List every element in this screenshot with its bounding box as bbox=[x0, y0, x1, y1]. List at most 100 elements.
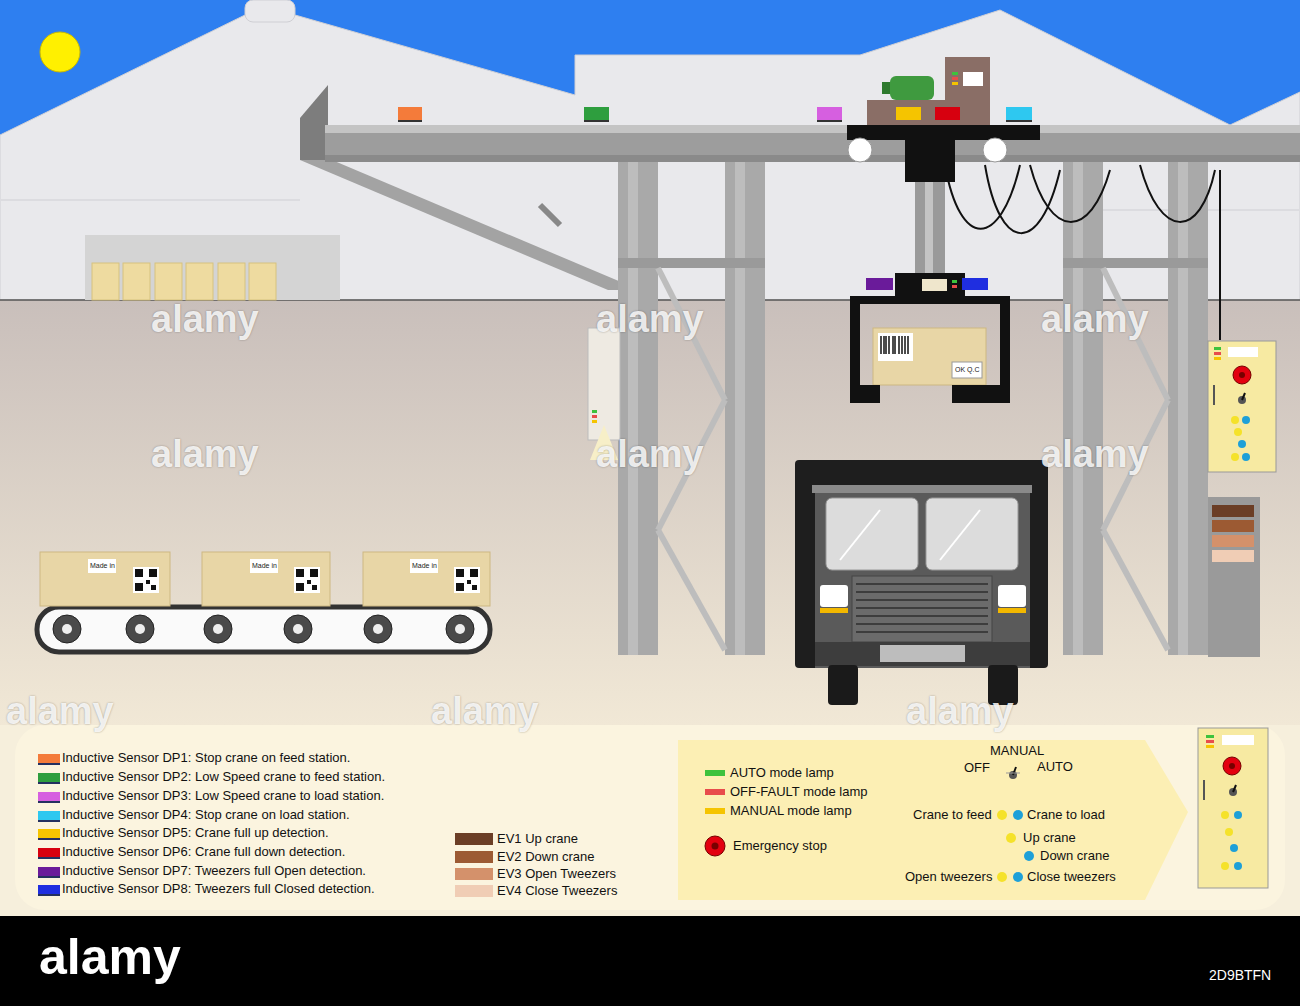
legend-text: Inductive Sensor DP5: Crane full up dete… bbox=[62, 826, 329, 841]
qr-code-part bbox=[456, 569, 464, 577]
conveyor-part bbox=[363, 552, 490, 606]
crane-structure-part bbox=[300, 85, 328, 160]
button-label: Up crane bbox=[1023, 831, 1076, 846]
panel-miniature-part bbox=[1206, 740, 1214, 743]
watermark: alamy bbox=[1041, 433, 1149, 477]
legend-swatch bbox=[38, 848, 60, 859]
crane-trolley-part bbox=[983, 138, 1007, 162]
control-panel-part bbox=[1212, 550, 1254, 562]
qr-code-part bbox=[146, 580, 150, 584]
conveyor-part bbox=[364, 615, 392, 643]
sensor-markers-part bbox=[584, 107, 609, 120]
panel-miniature-part bbox=[1234, 862, 1242, 870]
crane-structure-part bbox=[628, 160, 638, 655]
crane-trolley-part bbox=[905, 140, 955, 182]
sensor-markers-part bbox=[817, 120, 842, 122]
watermark: alamy bbox=[431, 690, 539, 734]
control-panel-part bbox=[1208, 341, 1276, 472]
crane-trolley-part bbox=[890, 76, 934, 100]
panel-miniature-part bbox=[1230, 844, 1238, 852]
legend-text: Inductive Sensor DP8: Tweezers full Clos… bbox=[62, 882, 375, 897]
gripper-part bbox=[952, 285, 957, 288]
conveyor-part bbox=[293, 624, 303, 634]
gripper-part bbox=[952, 300, 1010, 403]
crane-structure-part bbox=[735, 160, 745, 655]
legend-text: Inductive Sensor DP4: Stop crane on load… bbox=[62, 808, 350, 823]
gripper-part bbox=[922, 279, 947, 291]
control-panel-part bbox=[1213, 385, 1215, 405]
button-label: Down crane bbox=[1040, 849, 1109, 864]
background-part bbox=[0, 199, 300, 201]
crane-structure-part bbox=[325, 125, 1300, 133]
sensor-markers-part bbox=[1006, 107, 1032, 120]
watermark: alamy bbox=[151, 433, 259, 477]
warehouse-door-part bbox=[186, 263, 213, 300]
crane-structure-part bbox=[540, 205, 560, 225]
qr-code-part bbox=[135, 583, 143, 591]
crane-trolley-part bbox=[952, 77, 958, 80]
legend-text: EV1 Up crane bbox=[497, 832, 578, 847]
crane-trolley-part bbox=[896, 107, 921, 120]
qr-code-part bbox=[456, 583, 464, 591]
gripper-part bbox=[952, 362, 982, 378]
qr-code-part bbox=[310, 569, 318, 577]
gripper bbox=[850, 273, 1010, 403]
legend-swatch bbox=[705, 770, 725, 776]
legend-panel-part bbox=[15, 725, 1285, 910]
control-panel-part bbox=[1212, 520, 1254, 532]
control-panel-part bbox=[1214, 357, 1221, 360]
watermark: alamy bbox=[596, 298, 704, 342]
legend-swatch bbox=[38, 811, 60, 822]
control-panel-part bbox=[1231, 416, 1239, 424]
crane-structure-part bbox=[725, 160, 765, 655]
control-panel-part bbox=[1239, 372, 1245, 378]
legend-swatch bbox=[38, 792, 60, 803]
crane-trolley bbox=[847, 57, 1040, 277]
conveyor-part bbox=[204, 615, 232, 643]
crane-structure-part bbox=[300, 160, 640, 290]
crane-trolley-part bbox=[915, 182, 945, 277]
crane-trolley-part bbox=[847, 125, 1040, 140]
qr-code-part bbox=[135, 569, 143, 577]
control-panel-part bbox=[1242, 453, 1250, 461]
legend-swatch bbox=[705, 808, 725, 814]
qr-code-part bbox=[296, 583, 304, 591]
qr-code-part bbox=[151, 585, 156, 590]
legend-panel-part bbox=[1013, 767, 1016, 775]
truck-part bbox=[998, 608, 1026, 613]
crane-structure-part bbox=[1168, 160, 1208, 655]
control-panel-part bbox=[1242, 416, 1250, 424]
crane-trolley-part bbox=[848, 138, 872, 162]
legend-panel-part bbox=[1024, 851, 1034, 861]
panel-miniature-part bbox=[1206, 735, 1214, 738]
crane-trolley-part bbox=[925, 182, 933, 277]
gripper-part bbox=[866, 278, 893, 290]
background-part bbox=[245, 0, 295, 22]
qr-code-part bbox=[467, 580, 471, 584]
gripper-part bbox=[881, 336, 908, 354]
crane-trolley-part bbox=[952, 82, 958, 85]
legend-text: Inductive Sensor DP7: Tweezers full Open… bbox=[62, 864, 366, 879]
control-panel bbox=[1208, 341, 1276, 657]
qr-code-part bbox=[470, 569, 478, 577]
qr-code-part bbox=[472, 585, 477, 590]
legend-text: MANUAL mode lamp bbox=[730, 804, 852, 819]
crane-structure-part bbox=[618, 258, 765, 268]
crane-structure-part bbox=[618, 160, 658, 655]
cables-part bbox=[985, 165, 1060, 233]
button-label: Crane to load bbox=[1027, 808, 1105, 823]
truck-part bbox=[815, 642, 1030, 666]
crane-structure-part bbox=[1178, 160, 1188, 655]
truck-part bbox=[795, 460, 1048, 668]
sensor-markers bbox=[398, 107, 1032, 122]
qr-code-part bbox=[296, 569, 304, 577]
background-part bbox=[40, 32, 80, 72]
qr-code-part bbox=[294, 567, 320, 593]
credit-bar bbox=[0, 916, 1300, 1006]
legend-panel-part bbox=[1013, 810, 1023, 820]
legend-swatch bbox=[455, 851, 493, 863]
crane-structure-part bbox=[1063, 160, 1103, 655]
signal-light-part bbox=[592, 410, 597, 413]
warehouse-door-part bbox=[218, 263, 245, 300]
